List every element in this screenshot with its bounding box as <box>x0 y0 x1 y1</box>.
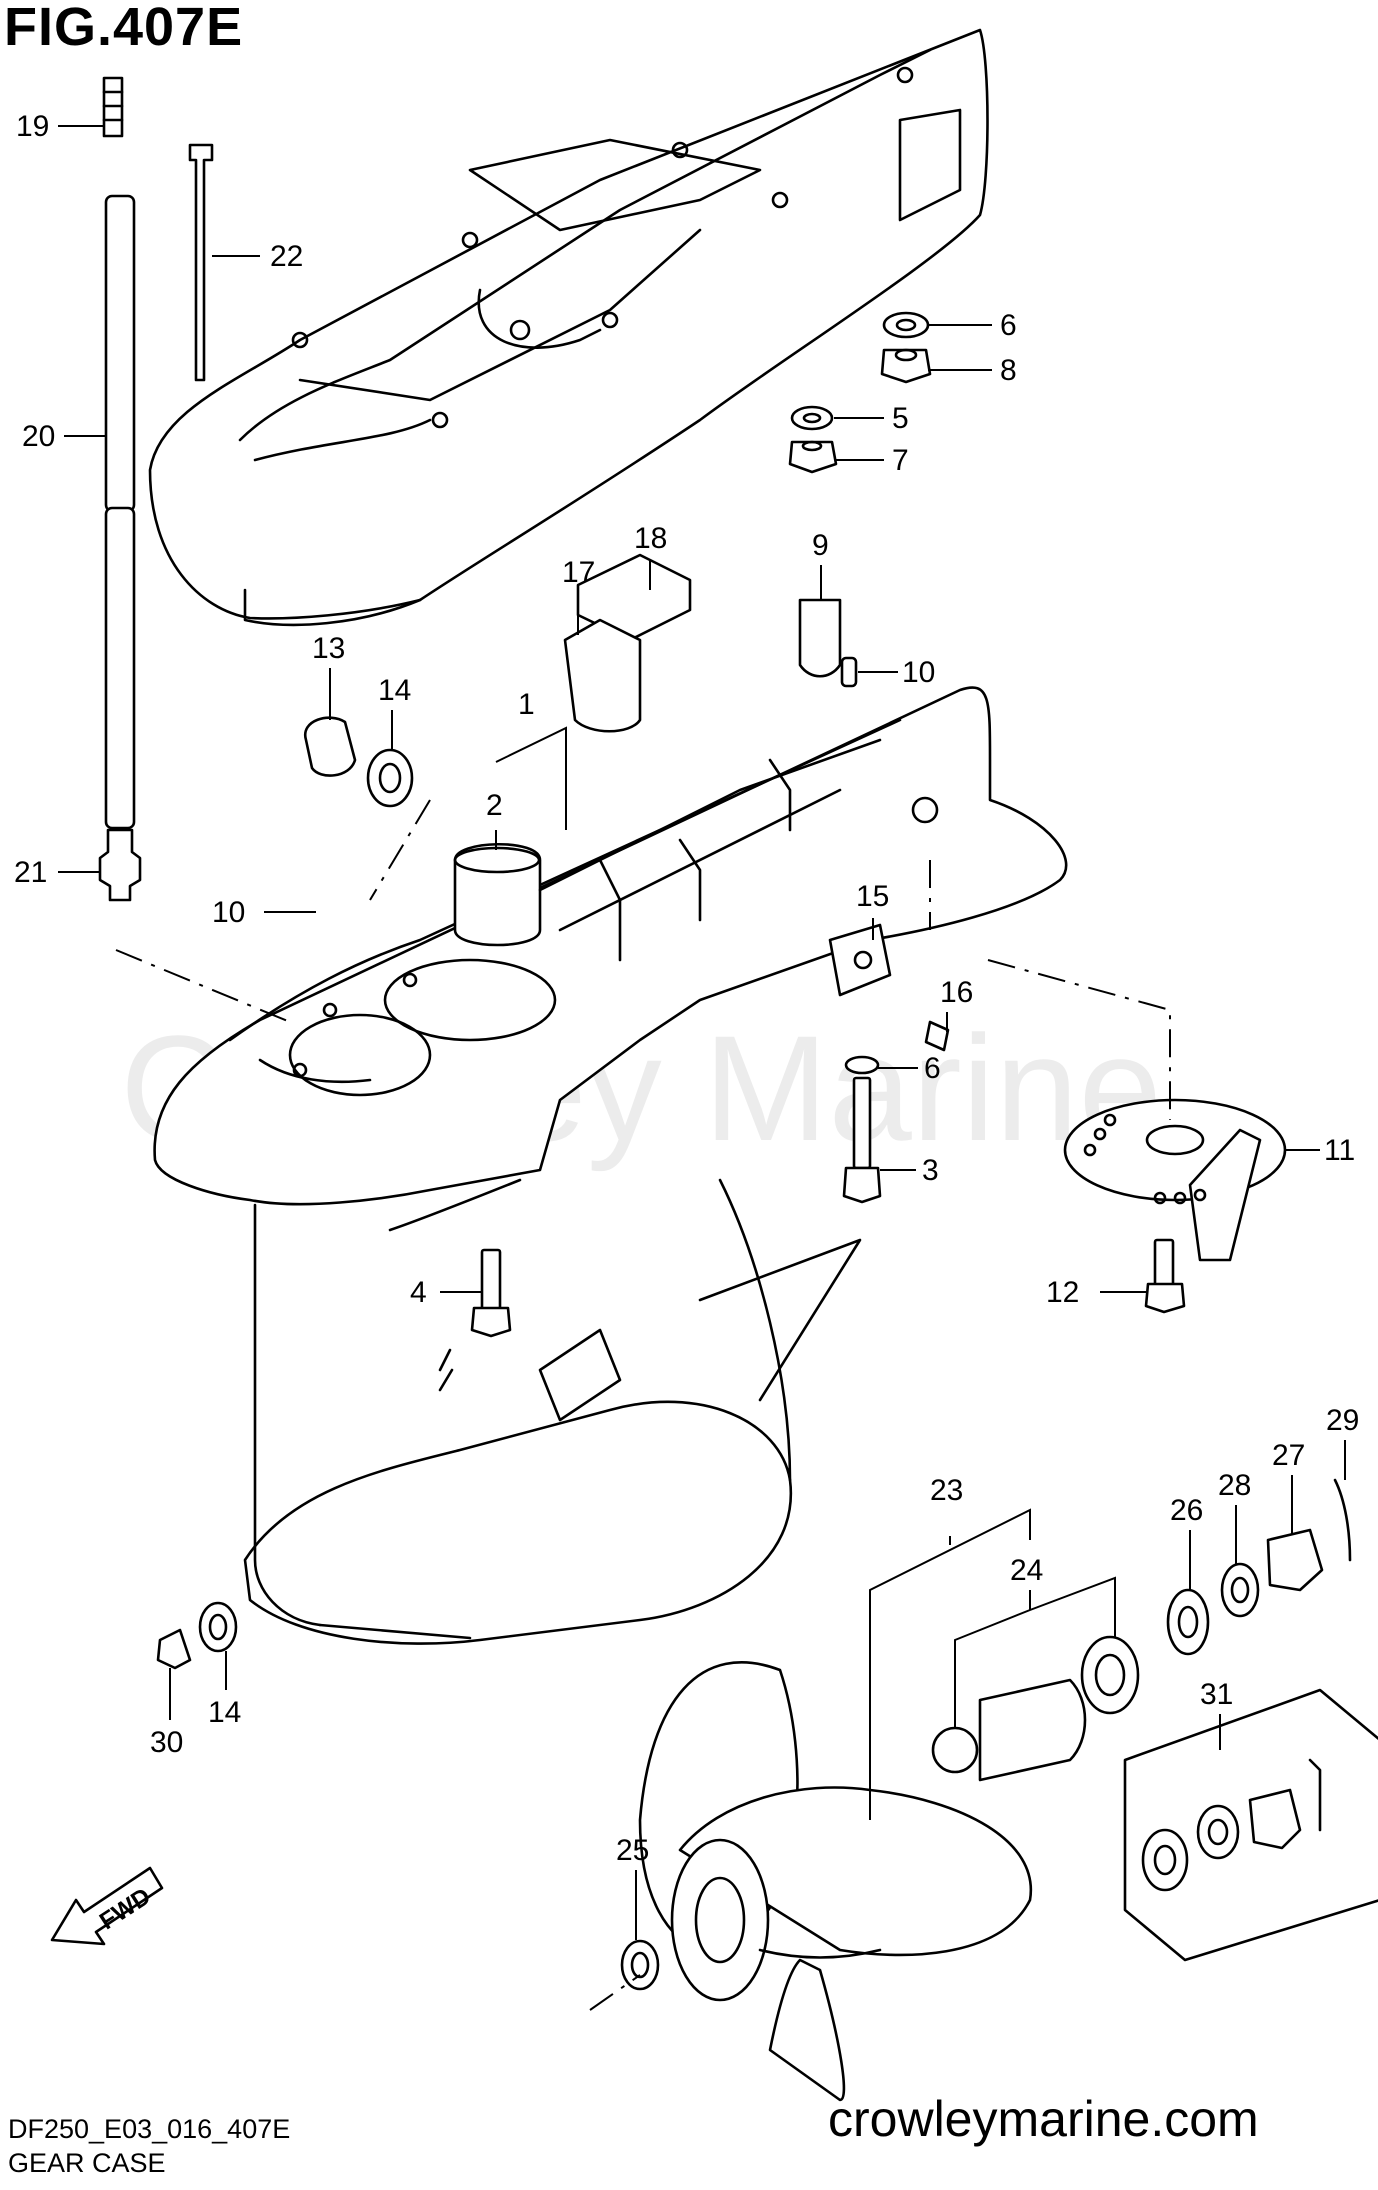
water-tube-assembly <box>98 76 214 902</box>
callout-10-lower: 10 <box>212 896 245 929</box>
callout-23: 23 <box>930 1474 963 1507</box>
nut-kit-box <box>1123 1688 1378 1962</box>
gear-case-body <box>153 686 1068 1645</box>
callout-18: 18 <box>634 522 667 555</box>
diagram-code: DF250_E03_016_407E <box>8 2114 291 2144</box>
callout-11: 11 <box>1324 1134 1355 1167</box>
drain-plug-lower <box>156 1601 238 1670</box>
fwd-arrow-icon: FWD <box>50 1866 164 1946</box>
callout-29: 29 <box>1326 1404 1359 1437</box>
callout-16: 16 <box>940 976 973 1009</box>
callout-19: 19 <box>16 110 49 143</box>
callout-27: 27 <box>1272 1439 1305 1472</box>
callout-17: 17 <box>562 556 595 589</box>
bolts-mid <box>470 1020 1186 1338</box>
callout-28: 28 <box>1218 1469 1251 1502</box>
leader-lines <box>58 125 1346 2011</box>
callout-21: 21 <box>14 856 47 889</box>
callout-8: 8 <box>1000 354 1017 387</box>
callout-22: 22 <box>270 240 303 273</box>
callout-15: 15 <box>856 880 889 913</box>
trim-tab-anode <box>1063 1098 1287 1262</box>
callout-2: 2 <box>486 789 503 822</box>
callout-4: 4 <box>410 1276 427 1309</box>
callout-14-lower: 14 <box>208 1696 241 1729</box>
propeller-bushing <box>931 1635 1140 1782</box>
figure-title: FIG.407E <box>4 0 244 57</box>
callout-9: 9 <box>812 529 829 562</box>
callout-26: 26 <box>1170 1494 1203 1527</box>
callout-13: 13 <box>312 632 345 665</box>
callout-5: 5 <box>892 402 909 435</box>
anti-ventilation-plate <box>148 28 989 627</box>
callout-7: 7 <box>892 444 909 477</box>
callout-31: 31 <box>1200 1678 1233 1711</box>
washers-and-nuts-top <box>788 311 932 474</box>
callout-10-upper: 10 <box>902 656 935 689</box>
callout-6-mid: 6 <box>924 1052 941 1085</box>
callout-30: 30 <box>150 1726 183 1759</box>
callout-24: 24 <box>1010 1554 1043 1587</box>
propeller <box>620 1661 1033 2102</box>
callout-20: 20 <box>22 420 55 453</box>
callout-14-upper: 14 <box>378 674 411 707</box>
site-url: crowleymarine.com <box>828 2091 1259 2147</box>
callout-25: 25 <box>616 1834 649 1867</box>
callout-1: 1 <box>518 688 535 721</box>
prop-nut-set <box>1166 1478 1352 1656</box>
callout-numbers: 19 22 20 21 6 8 5 7 18 17 9 10 13 14 1 2… <box>14 110 1359 1867</box>
drain-plug-upper <box>303 716 414 808</box>
callout-3: 3 <box>922 1154 939 1187</box>
callout-12: 12 <box>1046 1276 1079 1309</box>
callout-6-top: 6 <box>1000 309 1017 342</box>
small-parts-upper <box>563 553 858 733</box>
diagram-name: GEAR CASE <box>8 2148 166 2178</box>
